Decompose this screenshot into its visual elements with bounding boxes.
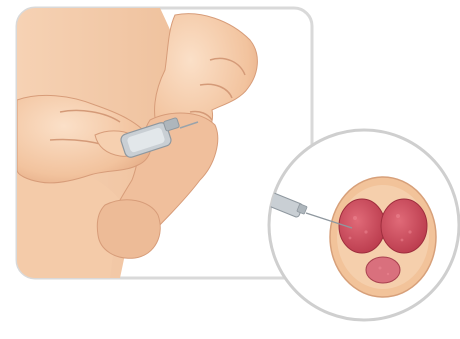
lower-body-part: [97, 200, 160, 258]
chamber-right: [381, 199, 427, 253]
inset-cross-section: [267, 130, 459, 320]
chamber-lower: [366, 257, 400, 283]
main-panel: [17, 8, 312, 278]
